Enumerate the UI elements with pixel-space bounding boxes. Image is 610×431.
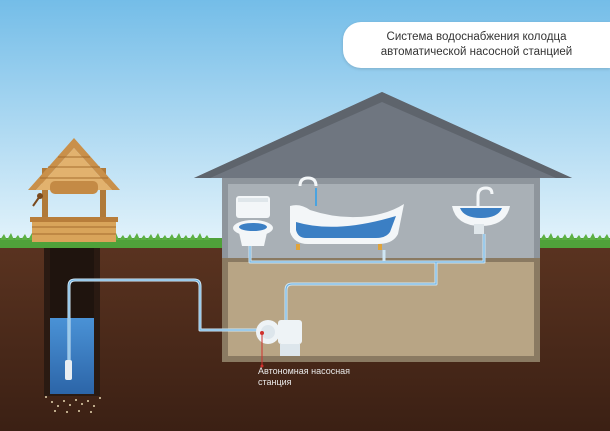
pump-label-line-2: станция	[258, 377, 292, 387]
grass-tufts-right	[540, 233, 610, 240]
title-box: Система водоснабжения колодца автоматиче…	[343, 22, 610, 68]
pump-label-dot	[260, 364, 264, 368]
water-pipes-core	[68, 234, 485, 360]
pump-label: Автономная насосная станция	[258, 366, 350, 388]
sink-icon	[452, 186, 510, 234]
title-line-2: автоматической насосной станцией	[380, 46, 573, 58]
pump-label-line-1: Автономная насосная	[258, 366, 351, 376]
well-shaft	[44, 248, 101, 413]
toilet-icon	[233, 196, 273, 246]
bathtub-icon	[290, 176, 404, 250]
well-icon	[28, 138, 120, 242]
house-roof	[194, 92, 572, 178]
title-line-1: Система водоснабжения колодца	[386, 31, 567, 43]
